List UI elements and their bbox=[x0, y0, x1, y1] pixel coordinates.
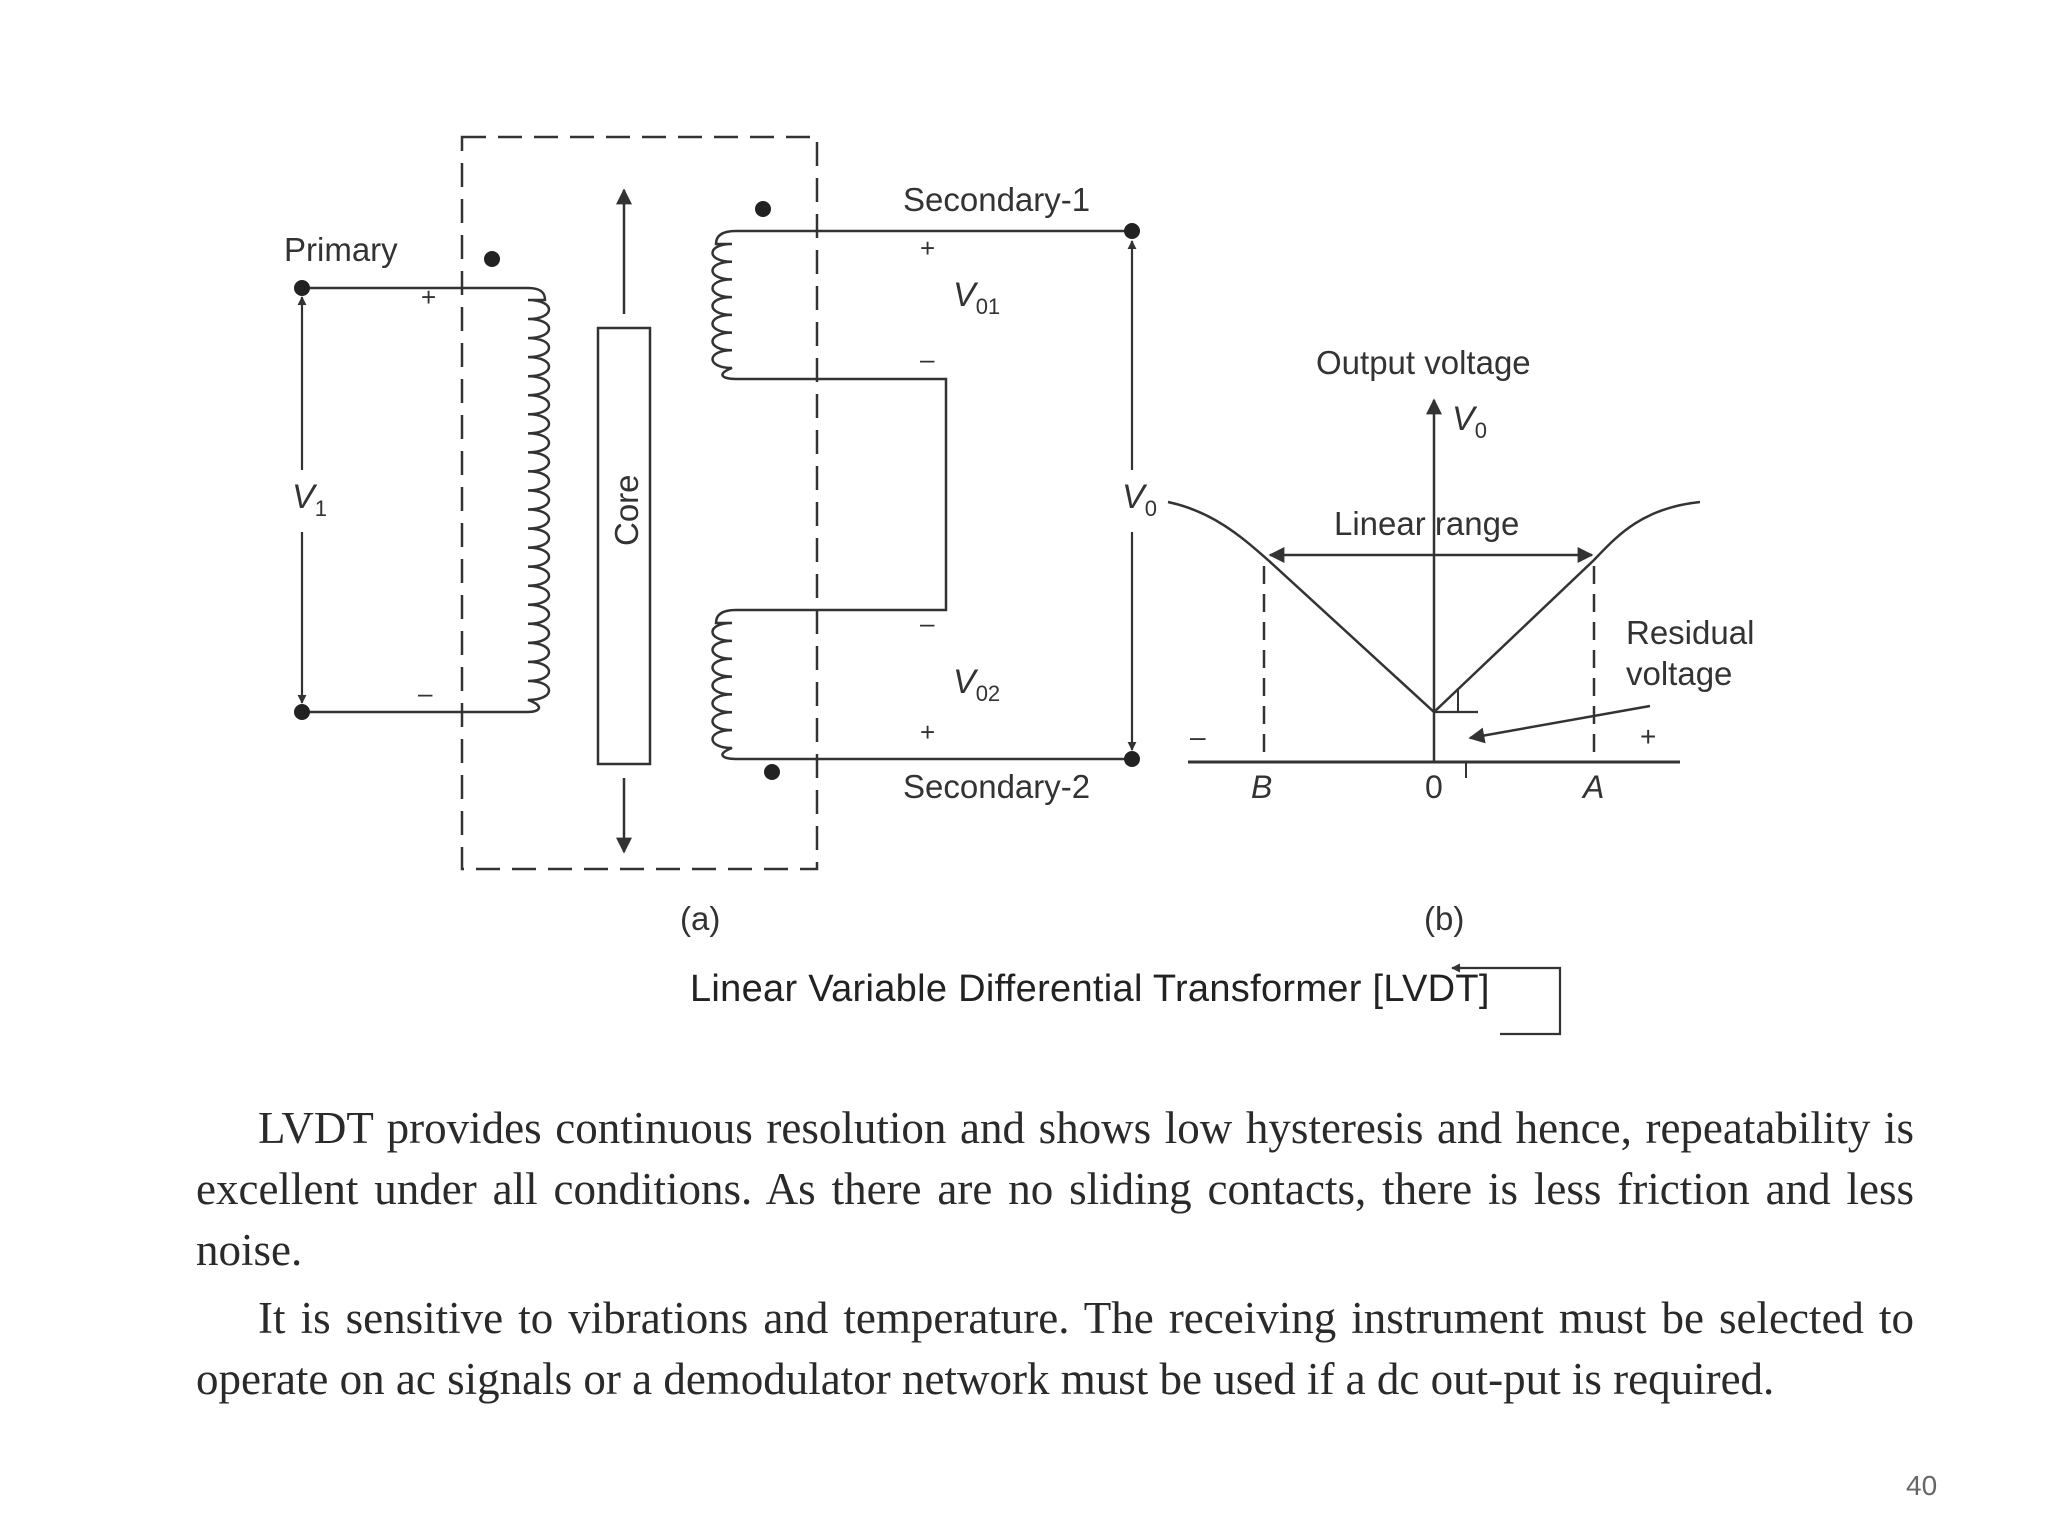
primary-plus-sign: + bbox=[421, 282, 436, 312]
primary-terminal-bottom bbox=[294, 704, 310, 720]
v02-subscript: 02 bbox=[976, 681, 1000, 706]
core-label: Core bbox=[608, 474, 645, 546]
figure-caption: Linear Variable Differential Transformer… bbox=[690, 968, 1490, 1010]
paragraph-2: It is sensitive to vibrations and temper… bbox=[196, 1293, 1914, 1404]
v0-axis-subscript: 0 bbox=[1475, 418, 1487, 443]
residual-arrow bbox=[1468, 704, 1651, 744]
graph-minus-sign: – bbox=[1190, 721, 1206, 752]
svg-text:V1: V1 bbox=[292, 478, 327, 521]
secondary2-terminal bbox=[1124, 751, 1140, 767]
v01-label: V bbox=[953, 276, 979, 314]
v01-subscript: 01 bbox=[976, 294, 1000, 319]
page-number: 40 bbox=[1906, 1470, 1938, 1501]
secondary2-dot bbox=[764, 764, 780, 780]
secondary1-dot bbox=[755, 201, 771, 217]
svg-text:V02: V02 bbox=[953, 663, 1000, 706]
v0-label: V bbox=[1122, 478, 1148, 516]
residual-label-line2: voltage bbox=[1626, 655, 1732, 692]
paragraph-1: LVDT provides continuous resolution and … bbox=[196, 1103, 1914, 1275]
graph-plus-sign: + bbox=[1640, 721, 1656, 752]
primary-dot bbox=[484, 251, 500, 267]
secondary1-terminal bbox=[1124, 223, 1140, 239]
transformer-enclosure bbox=[460, 135, 819, 871]
lvdt-circuit: Primary Secondary-1 Secondary-2 Core V1 … bbox=[284, 135, 1157, 937]
output-voltage-label: Output voltage bbox=[1316, 344, 1531, 381]
linear-range-label: Linear range bbox=[1334, 505, 1519, 542]
tick-label-zero: 0 bbox=[1425, 769, 1443, 805]
v02-plus-sign: + bbox=[920, 717, 935, 747]
secondary1-label: Secondary-1 bbox=[903, 181, 1090, 218]
v02-label: V bbox=[953, 663, 979, 701]
primary-coil bbox=[527, 286, 550, 714]
part-b-label: (b) bbox=[1424, 900, 1464, 937]
v1-subscript: 1 bbox=[315, 496, 327, 521]
svg-text:V0: V0 bbox=[1452, 400, 1487, 443]
tick-label-a: A bbox=[1581, 769, 1604, 805]
v01-plus-sign: + bbox=[920, 233, 935, 263]
v1-label: V bbox=[292, 478, 318, 516]
v0-subscript: 0 bbox=[1145, 496, 1157, 521]
primary-minus-sign: – bbox=[418, 678, 433, 708]
svg-text:V0: V0 bbox=[1122, 478, 1157, 521]
residual-label-line1: Residual bbox=[1626, 614, 1754, 651]
tick-label-b: B bbox=[1251, 769, 1272, 805]
secondary1-coil bbox=[711, 229, 737, 381]
part-a-label: (a) bbox=[680, 900, 720, 937]
caption-bracket-mark bbox=[1460, 966, 1562, 1036]
svg-text:V01: V01 bbox=[953, 276, 1000, 319]
v01-minus-sign: – bbox=[920, 344, 935, 374]
v0-axis-label: V bbox=[1452, 400, 1478, 438]
primary-label: Primary bbox=[284, 231, 398, 268]
v02-minus-sign: – bbox=[920, 608, 935, 638]
output-curve bbox=[1167, 500, 1701, 714]
primary-terminal-top bbox=[294, 280, 310, 296]
core-rod bbox=[596, 326, 652, 766]
output-voltage-graph: Output voltage V0 Linear range Residual … bbox=[1167, 344, 1754, 937]
secondary2-coil bbox=[711, 608, 737, 761]
secondary2-label: Secondary-2 bbox=[903, 768, 1090, 805]
